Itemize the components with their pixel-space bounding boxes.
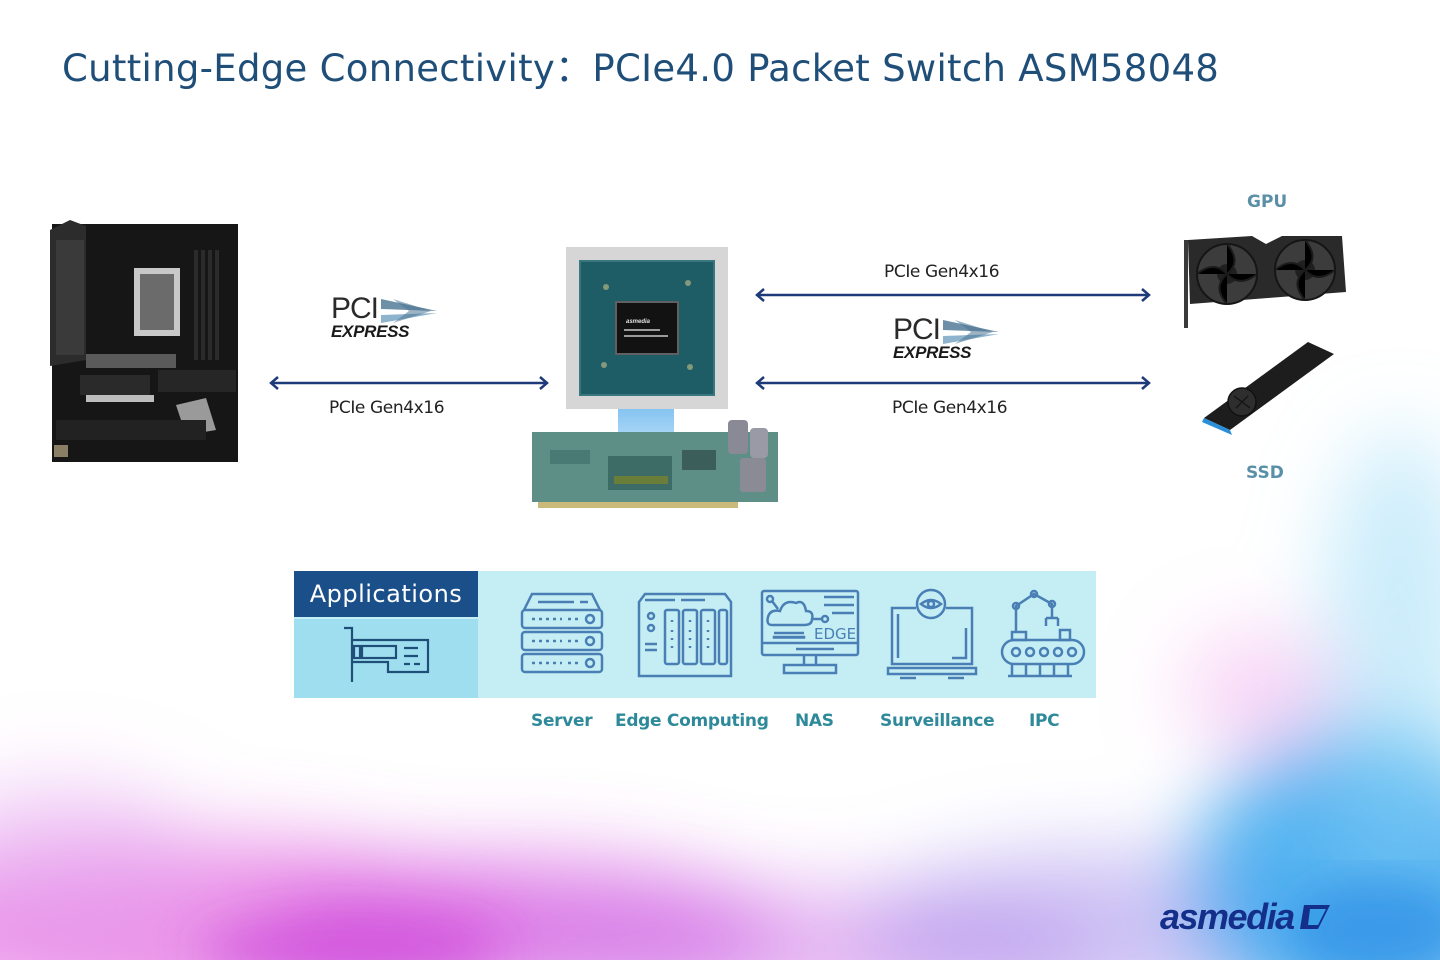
pcie-logo-arrow-icon: [943, 320, 999, 344]
pcie-express-logo-left: PCI EXPRESS: [331, 292, 451, 343]
gpu-label: GPU: [1247, 192, 1288, 212]
nas-icon: EDGE: [760, 589, 860, 675]
app-label-surveillance: Surveillance: [880, 711, 995, 731]
ssd-image: [1202, 342, 1334, 435]
app-label-nas: NAS: [795, 711, 834, 731]
gpu-image: [1184, 236, 1346, 328]
link-arrow-switch-gpu: [755, 288, 1151, 302]
motherboard-image: [50, 220, 238, 462]
link-label-switch-gpu: PCIe Gen4x16: [884, 262, 1000, 282]
switch-board-image: [532, 420, 778, 508]
expansion-card-icon: [344, 626, 430, 682]
ipc-icon: [1000, 589, 1086, 678]
ssd-label: SSD: [1246, 463, 1284, 483]
pcie-logo-pci-text: PCI: [331, 292, 379, 325]
pcie-logo-express-text: EXPRESS: [893, 343, 972, 362]
pcie-logo-express-text: EXPRESS: [331, 322, 410, 341]
page-title: Cutting-Edge Connectivity：PCIe4.0 Packet…: [62, 47, 1220, 90]
nas-icon-text: EDGE: [814, 625, 856, 643]
pcie-express-logo-right: PCI EXPRESS: [893, 313, 1013, 364]
app-label-server: Server: [531, 711, 593, 731]
link-arrow-switch-ssd: [755, 376, 1151, 390]
link-label-host-switch: PCIe Gen4x16: [329, 398, 445, 418]
chip-brand-text: asmedia: [626, 319, 651, 325]
asmedia-logo-text: asmedia: [1160, 896, 1295, 937]
surveillance-icon: [886, 588, 978, 680]
edge-computing-icon: [637, 592, 733, 678]
server-icon: [520, 592, 604, 674]
asm58048-chip-image: asmedia: [566, 247, 728, 409]
app-label-edge-computing: Edge Computing: [615, 711, 769, 731]
app-label-ipc: IPC: [1029, 711, 1060, 731]
pcie-logo-arrow-icon: [381, 299, 437, 323]
applications-header: Applications: [294, 571, 478, 617]
pcie-logo-pci-text: PCI: [893, 313, 941, 346]
asmedia-logo-mark-icon: [1299, 905, 1330, 929]
asmedia-logo: asmedia: [1160, 896, 1332, 938]
link-arrow-host-switch: [269, 376, 549, 390]
link-label-switch-ssd: PCIe Gen4x16: [892, 398, 1008, 418]
